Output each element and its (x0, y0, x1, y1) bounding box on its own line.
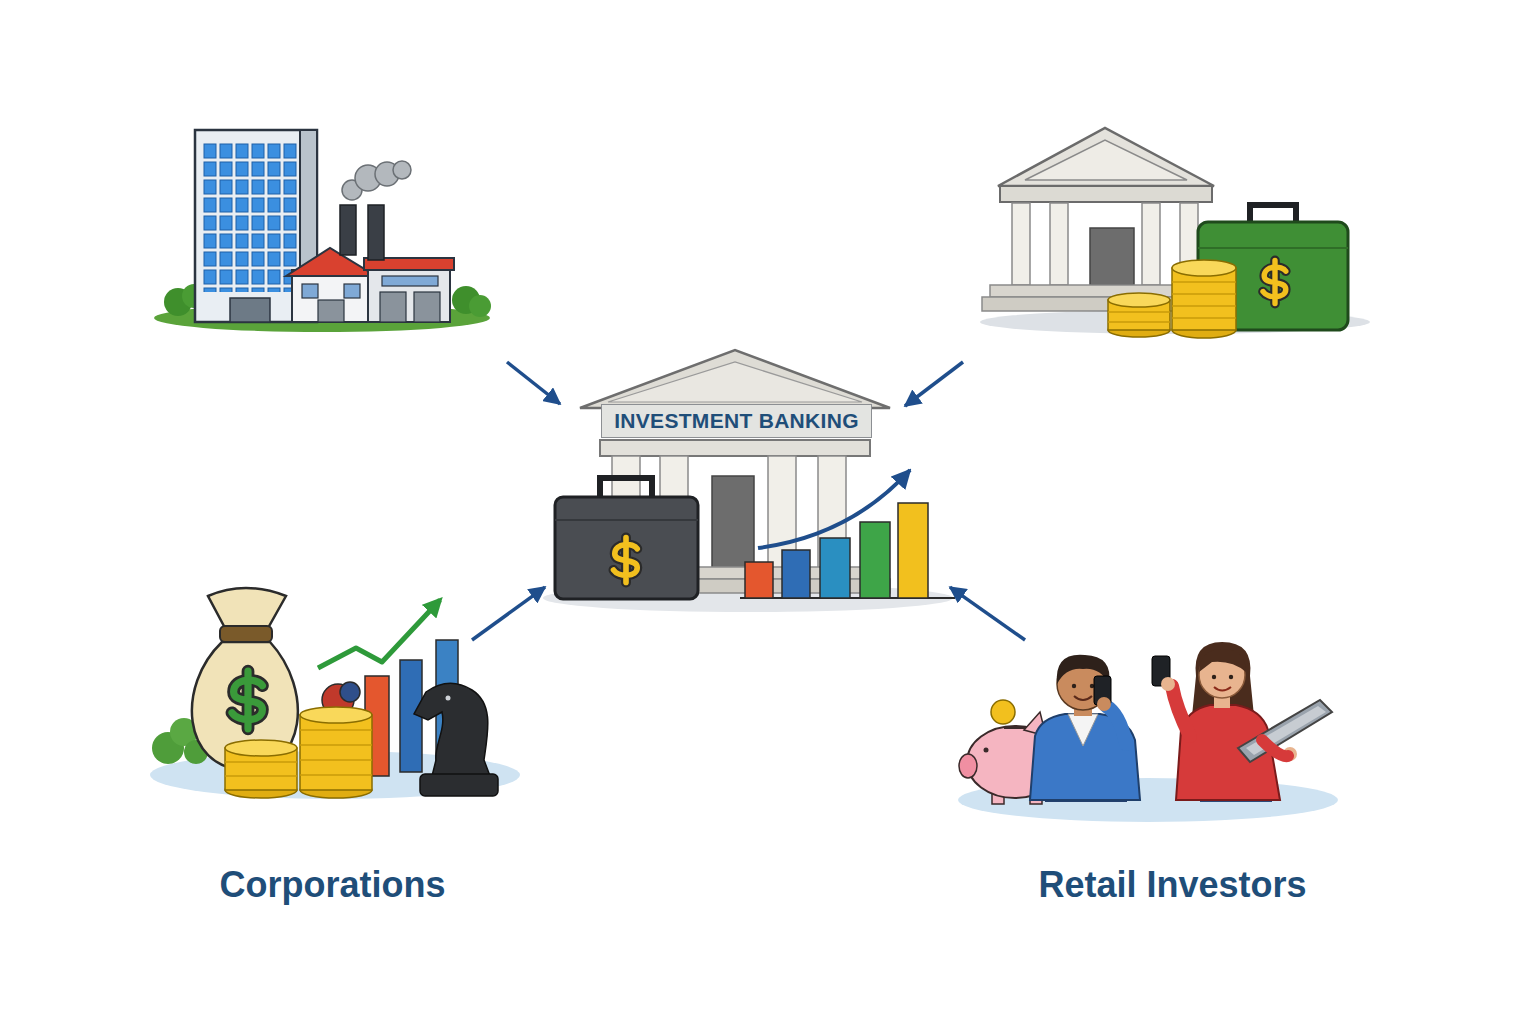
corporate-buildings-part (202, 142, 298, 292)
institution-bank-part (1172, 260, 1236, 276)
investment-bank-building-part (614, 538, 638, 583)
investment-bank-building-part (820, 538, 850, 598)
corporate-buildings-part (340, 205, 356, 255)
flow-arrow (472, 587, 545, 640)
investment-bank-building-part (608, 362, 862, 402)
retail-investors-figure-part (1246, 706, 1326, 755)
institution-bank-part (1263, 260, 1286, 303)
investment-bank-building-part (555, 497, 698, 599)
corporate-buildings-part (318, 300, 344, 322)
corporate-finance-icon-part (208, 588, 286, 628)
retail-investors-figure-part (1262, 740, 1288, 756)
institution-bank-part (1090, 228, 1134, 285)
retail-investors-figure-part (991, 700, 1015, 724)
group-label: Corporations (219, 864, 445, 905)
corporate-finance-icon-part (300, 715, 372, 790)
retail-investors-figure-part (1106, 706, 1126, 744)
retail-investors-figure-part (1004, 727, 1026, 729)
corporate-finance-icon (150, 588, 520, 799)
corporate-finance-icon-part (192, 642, 298, 770)
retail-investors-figure-part (1199, 649, 1246, 672)
group-label: Retail Investors (1038, 864, 1306, 905)
institution-bank-part (998, 128, 1214, 186)
retail-investors-figure-part (1172, 686, 1190, 736)
institution-bank-part (1025, 140, 1187, 180)
retail-investors-figure-part (1161, 677, 1175, 691)
retail-investors-figure-part (1229, 675, 1233, 679)
corporate-buildings-part (300, 130, 317, 322)
corporate-buildings (154, 130, 560, 404)
investment-bank-building-part (600, 440, 870, 456)
investment-bank-building-part (758, 470, 910, 548)
retail-investors-figure-part (984, 748, 989, 753)
corporate-buildings-part (286, 248, 376, 276)
corporate-buildings-part (230, 298, 270, 322)
institution-bank-part (1000, 186, 1212, 202)
corporate-buildings-part (469, 295, 491, 317)
institution-bank-part (1250, 205, 1296, 222)
investment-bank-building-part (782, 550, 810, 598)
corporate-buildings-part (302, 284, 318, 298)
retail-investors-figure-part (1214, 687, 1231, 691)
retail-investors-figure (958, 642, 1338, 822)
corporate-finance-icon-part (225, 740, 297, 756)
institution-bank-part (1142, 203, 1160, 285)
corporate-finance-icon-part (300, 707, 372, 723)
bank-node: INVESTMENT BANKING (545, 350, 950, 605)
corporate-buildings-part (380, 292, 406, 322)
corporate-finance-icon-part (225, 762, 297, 776)
corporate-buildings-part (414, 292, 440, 322)
investment-bank-building-part (580, 350, 890, 408)
corporate-finance-icon-part (340, 682, 360, 702)
corporate-buildings-part (368, 205, 384, 260)
corporate-finance-icon-part (446, 696, 451, 701)
institution-bank-part (1172, 282, 1236, 318)
institution-bank-part (1050, 203, 1068, 285)
retail-investors-figure-part (959, 754, 977, 778)
investment-bank-building-part (745, 562, 773, 598)
connector-group (472, 587, 1025, 640)
corporate-buildings-part (507, 362, 560, 404)
corporate-buildings-part (393, 161, 411, 179)
retail-investors-figure-part (1212, 675, 1216, 679)
group-node: Retail Investors (980, 640, 1365, 910)
flow-arrow (950, 587, 1025, 640)
corporate-buildings-part (382, 276, 438, 286)
investment-bank-building-part (555, 519, 698, 521)
sign-text: INVESTMENT BANKING (601, 404, 872, 438)
retail-investors-figure-part (1097, 697, 1111, 711)
corporate-finance-icon-part (300, 730, 372, 775)
corporate-finance-icon-part (220, 626, 272, 642)
institution-bank (905, 128, 1370, 406)
retail-investors-figure-part (1072, 684, 1076, 688)
investment-bank-building-part (860, 522, 890, 598)
corporate-buildings-part (292, 270, 372, 322)
corporate-finance-icon-part (414, 683, 490, 776)
retail-investors-figure-part (1238, 700, 1332, 762)
institution-bank-part (1108, 293, 1170, 307)
corporate-finance-icon-part (420, 774, 498, 796)
institution-bank-part (1012, 203, 1030, 285)
retail-investors-figure-part (1068, 714, 1098, 746)
institution-bank-part (905, 362, 963, 406)
investment-bank-building-part (600, 478, 652, 497)
retail-investors-figure-part (1074, 696, 1092, 700)
investment-bank-building-part (898, 503, 928, 598)
investment-bank-building-part (712, 476, 754, 568)
corporate-buildings-part (344, 284, 360, 298)
investment-bank-building (543, 350, 955, 612)
institution-bank-part (1108, 312, 1170, 322)
group-node: Corporations (155, 640, 510, 910)
institution-bank-part (1198, 247, 1348, 249)
corporate-finance-icon-part (318, 600, 440, 668)
corporate-buildings-part (368, 266, 450, 322)
institution-bank-part (1172, 268, 1236, 330)
corporate-finance-icon-part (232, 671, 262, 729)
